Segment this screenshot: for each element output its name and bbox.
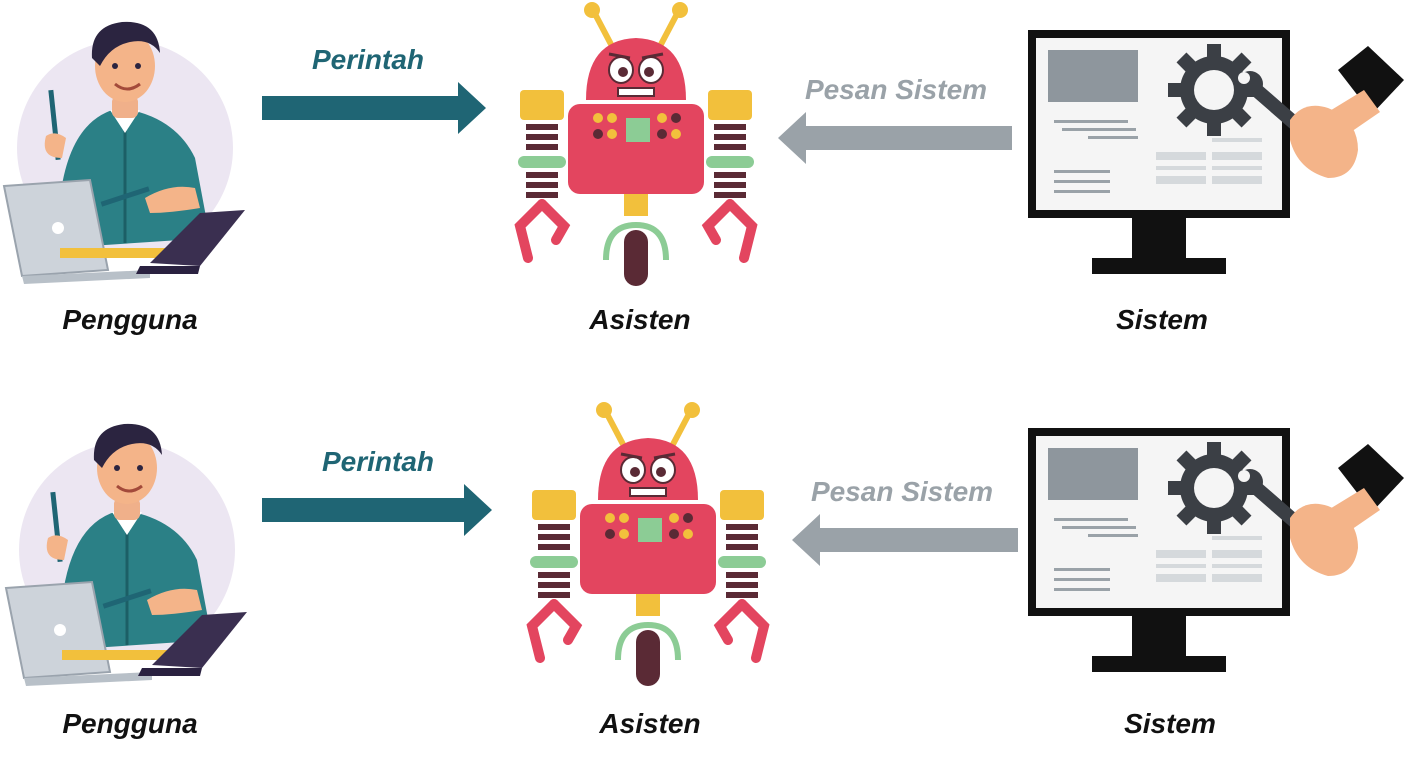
flow-panel-top: Perintah Pesan Sistem Pengguna Asisten S… [0,0,1408,384]
user-label: Pengguna [62,304,198,335]
system-label: Sistem [1124,708,1216,739]
flow-panel-bottom: Perintah Pesan Sistem Pengguna Asisten S… [0,400,1408,784]
system-message-arrow [778,112,1012,164]
command-arrow [262,484,492,536]
command-arrow [262,82,486,134]
robot-icon [506,0,766,290]
command-label: Perintah [311,44,425,75]
assistant-label: Asisten [599,708,701,739]
system-message-label: Pesan Sistem [810,476,994,507]
robot-icon [518,400,778,690]
command-label: Perintah [321,446,435,477]
system-message-label: Pesan Sistem [804,74,988,105]
user-label: Pengguna [62,708,198,739]
person-with-laptop-icon [2,410,252,690]
monitor-with-gear-icon [1028,30,1408,280]
person-with-laptop-icon [0,8,250,288]
assistant-label: Asisten [589,304,691,335]
monitor-with-gear-icon [1028,428,1408,678]
system-message-arrow [792,514,1018,566]
system-label: Sistem [1116,304,1208,335]
